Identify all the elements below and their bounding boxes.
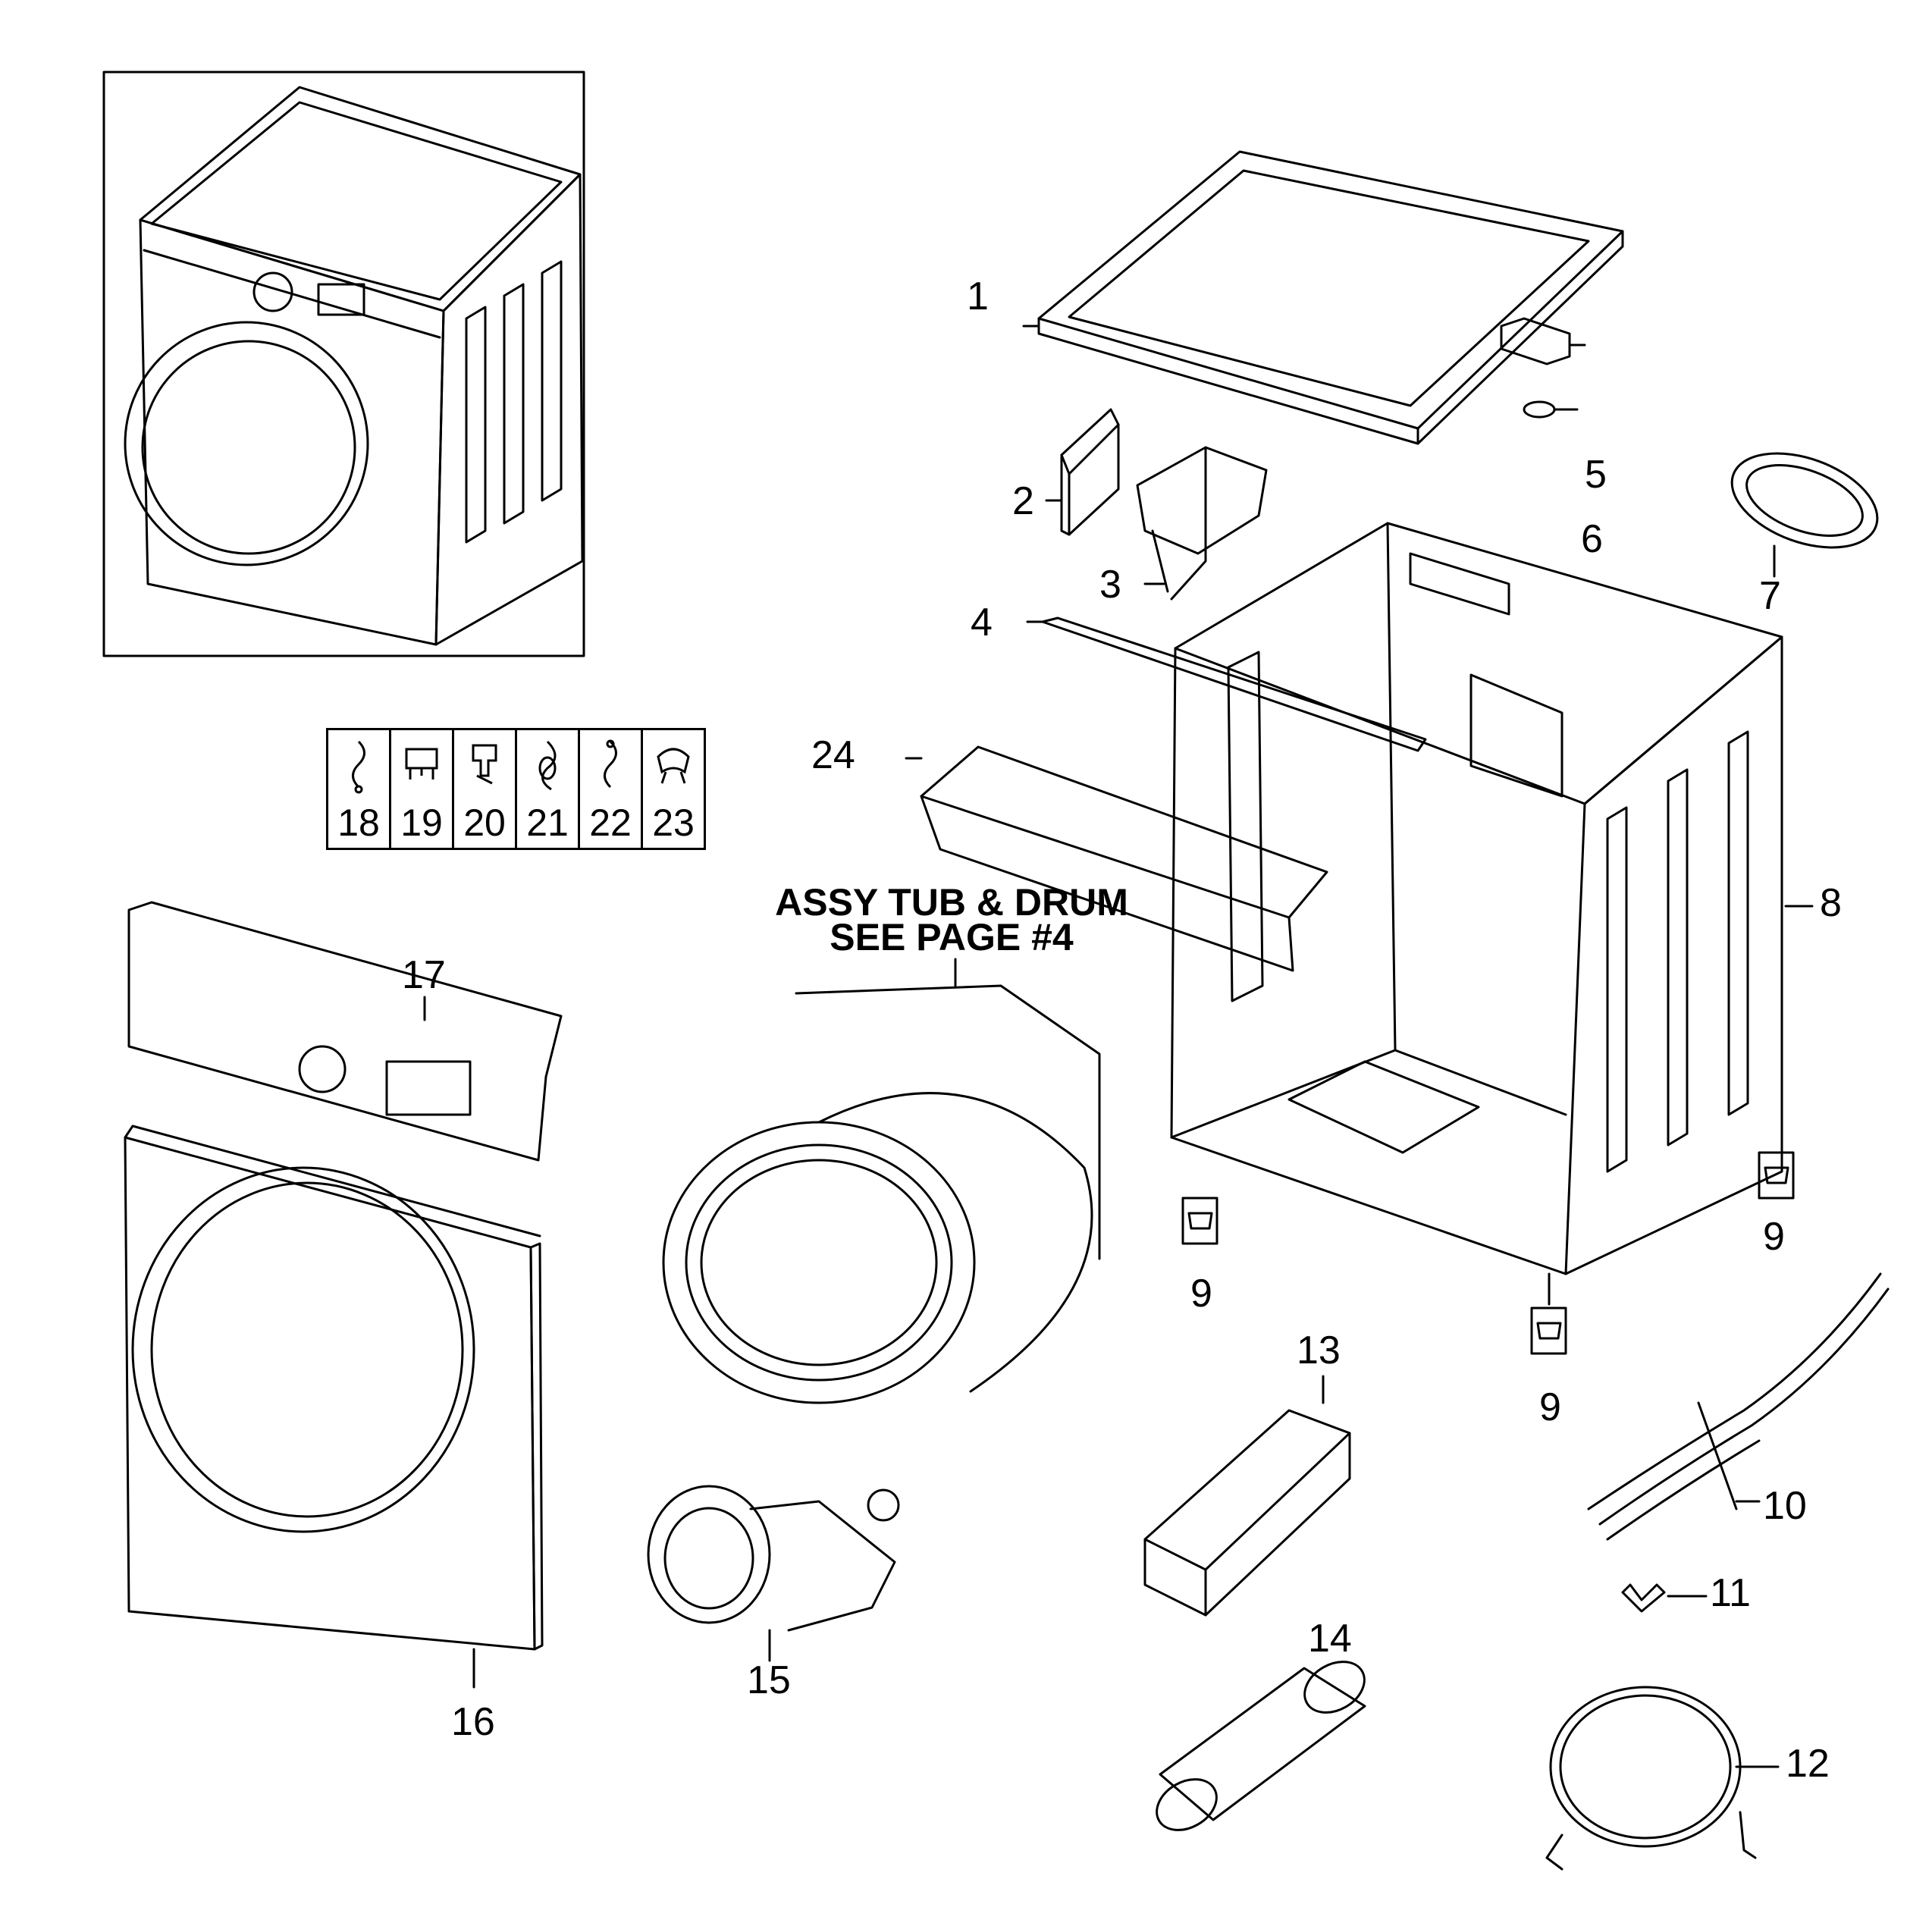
part-label-11: 11 xyxy=(1710,1571,1751,1615)
part-label-9-right: 9 xyxy=(1763,1215,1785,1259)
part-label-3: 3 xyxy=(1099,563,1121,607)
kit-cell-23: 23 xyxy=(641,730,704,848)
part-label-7: 7 xyxy=(1759,574,1781,618)
front-panel xyxy=(125,1126,542,1687)
part-label-16: 16 xyxy=(451,1700,495,1744)
part-label-9-bottom: 9 xyxy=(1539,1385,1561,1429)
clip-icon xyxy=(525,738,570,795)
y-connector xyxy=(1623,1585,1706,1611)
small-parts-kit: 18 19 20 21 22 23 xyxy=(326,728,706,850)
part-label-12: 12 xyxy=(1786,1742,1830,1786)
part-label-10: 10 xyxy=(1763,1484,1807,1528)
part-label-1: 1 xyxy=(967,274,989,318)
kit-label-21: 21 xyxy=(526,801,569,844)
heater-assembly xyxy=(1145,1376,1350,1615)
tub-and-drum-assembly xyxy=(663,959,1099,1403)
filter-part xyxy=(1046,409,1118,535)
part-label-17: 17 xyxy=(402,953,446,997)
small-washer xyxy=(1524,402,1577,417)
kit-cell-21: 21 xyxy=(515,730,578,848)
wire-harness xyxy=(1589,1274,1888,1539)
kit-cell-20: 20 xyxy=(452,730,515,848)
kit-cell-18: 18 xyxy=(328,730,389,848)
bracket-housing xyxy=(1137,447,1266,599)
control-panel xyxy=(129,902,561,1160)
holder-icon xyxy=(462,738,507,795)
support-rail xyxy=(1027,618,1425,751)
kit-label-22: 22 xyxy=(589,801,632,844)
kit-cell-19: 19 xyxy=(389,730,452,848)
tub-drum-note-line1: ASSY TUB & DRUM xyxy=(775,881,1128,924)
fill-hose xyxy=(1547,1687,1778,1869)
kit-label-19: 19 xyxy=(400,801,443,844)
kit-label-18: 18 xyxy=(337,801,380,844)
clamp-icon xyxy=(651,738,696,795)
bracket-icon xyxy=(399,738,444,795)
part-label-6: 6 xyxy=(1581,517,1603,561)
blower-motor-assembly xyxy=(648,1486,899,1661)
kit-label-20: 20 xyxy=(463,801,506,844)
part-label-2: 2 xyxy=(1012,479,1034,523)
kit-cell-22: 22 xyxy=(578,730,641,848)
part-label-5: 5 xyxy=(1585,453,1607,497)
part-label-8: 8 xyxy=(1820,881,1842,925)
top-cover xyxy=(1024,152,1623,444)
tub-drum-note: ASSY TUB & DRUM SEE PAGE #4 xyxy=(762,883,1141,956)
part-label-14: 14 xyxy=(1308,1617,1352,1661)
exhaust-duct xyxy=(1148,1652,1374,1840)
part-label-9-left: 9 xyxy=(1190,1272,1212,1316)
tub-drum-note-line2: SEE PAGE #4 xyxy=(830,916,1074,958)
part-label-4: 4 xyxy=(971,601,993,645)
oval-duct-ring xyxy=(1719,435,1890,576)
part-label-15: 15 xyxy=(747,1658,791,1702)
part-label-13: 13 xyxy=(1297,1328,1341,1372)
kit-label-23: 23 xyxy=(652,801,695,844)
clip-icon xyxy=(588,738,633,795)
part-label-24: 24 xyxy=(811,733,855,777)
leveling-feet xyxy=(1183,1153,1793,1354)
assembled-dryer-inset xyxy=(104,72,584,656)
support-beam xyxy=(906,747,1327,971)
cabinet xyxy=(1171,523,1812,1274)
small-bracket xyxy=(1501,318,1585,364)
clip-icon xyxy=(336,738,381,795)
